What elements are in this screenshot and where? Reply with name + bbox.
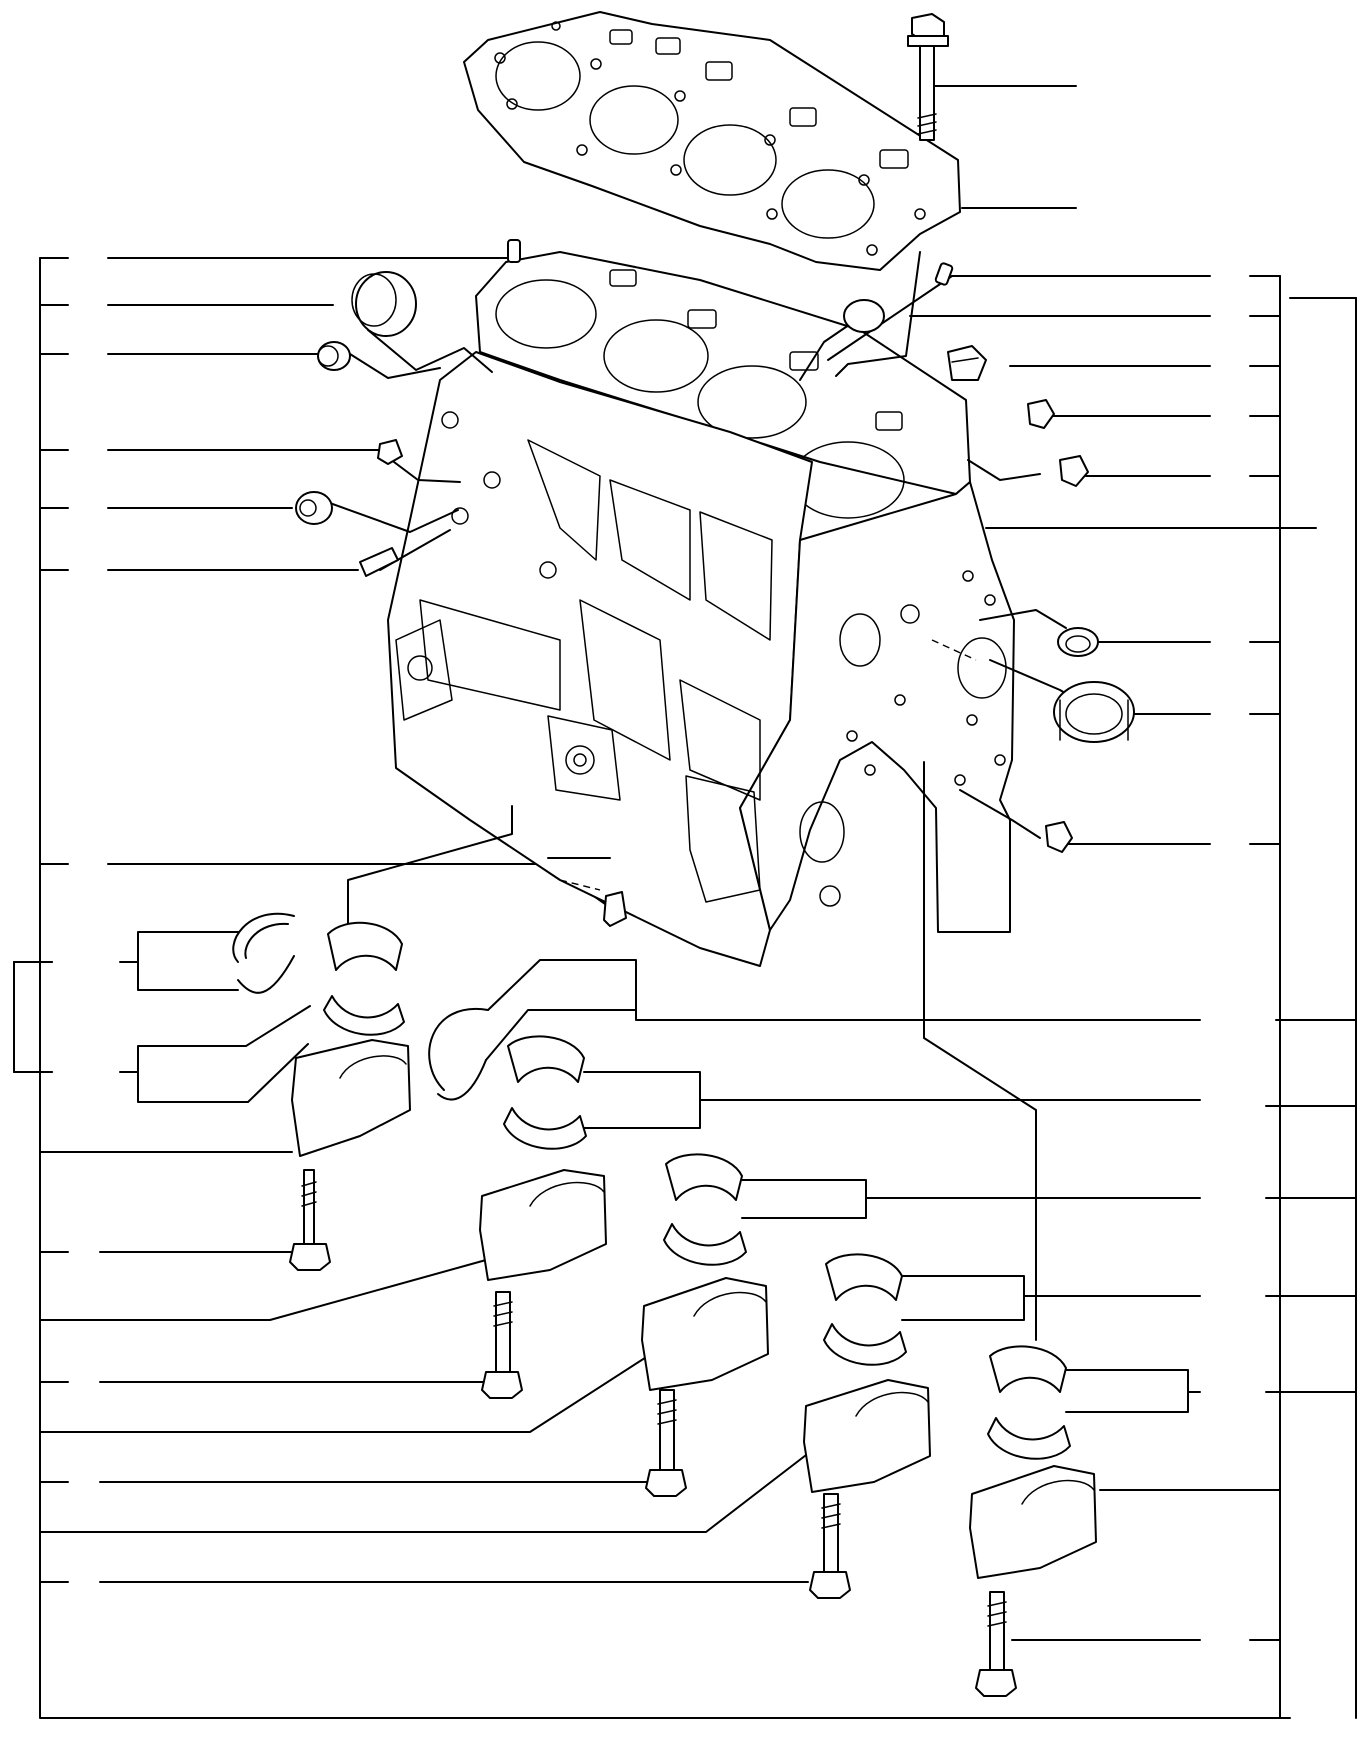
plug-right-2	[1027, 399, 1055, 429]
main-bearing-bolt-4	[809, 1493, 851, 1599]
dowel-pin-right	[934, 262, 954, 286]
head-bolt	[907, 13, 949, 141]
head-gasket	[463, 11, 961, 271]
main-bearing-shell-1	[323, 921, 405, 1036]
main-bearing-bolt-3	[645, 1389, 687, 1497]
right-leader-lines	[699, 85, 1357, 1641]
main-bearing-bolt-1	[289, 1169, 331, 1271]
plug-right-4	[1045, 821, 1073, 853]
camshaft-bushing	[1053, 681, 1135, 743]
drain-plug	[603, 891, 627, 927]
expansion-plug-small-left	[317, 341, 351, 371]
expansion-plug-large-left	[351, 271, 417, 337]
seal-ring-right	[1057, 627, 1099, 657]
right-bracket-frame	[1279, 275, 1357, 1719]
oil-seal-left	[295, 491, 333, 525]
thrust-washer-lower	[428, 1007, 489, 1101]
main-bearing-cap-4	[803, 1379, 931, 1493]
main-bearing-bolt-5	[975, 1591, 1017, 1697]
main-bearing-shell-2	[503, 1035, 587, 1150]
nozzle-left	[359, 547, 399, 577]
main-bearing-cap-5	[969, 1465, 1097, 1579]
main-bearing-cap-3	[641, 1277, 769, 1391]
main-bearing-shell-3	[663, 1153, 747, 1266]
plug-right-1	[947, 345, 987, 381]
dowel-pin-left	[507, 239, 521, 263]
main-bearing-cap-2	[479, 1169, 607, 1281]
main-bearing-shell-4	[823, 1253, 907, 1366]
main-bearing-shell-5	[987, 1345, 1071, 1460]
plug-left-1	[377, 439, 403, 465]
thrust-washer-upper	[232, 912, 295, 994]
bearing-shell-callout-brackets	[485, 959, 1189, 1413]
main-bearing-bolt-2	[481, 1291, 523, 1399]
cylinder-block	[387, 251, 1015, 967]
expansion-plug-right	[843, 299, 885, 333]
plug-right-3	[1059, 455, 1089, 487]
main-bearing-cap-1	[291, 1039, 411, 1157]
